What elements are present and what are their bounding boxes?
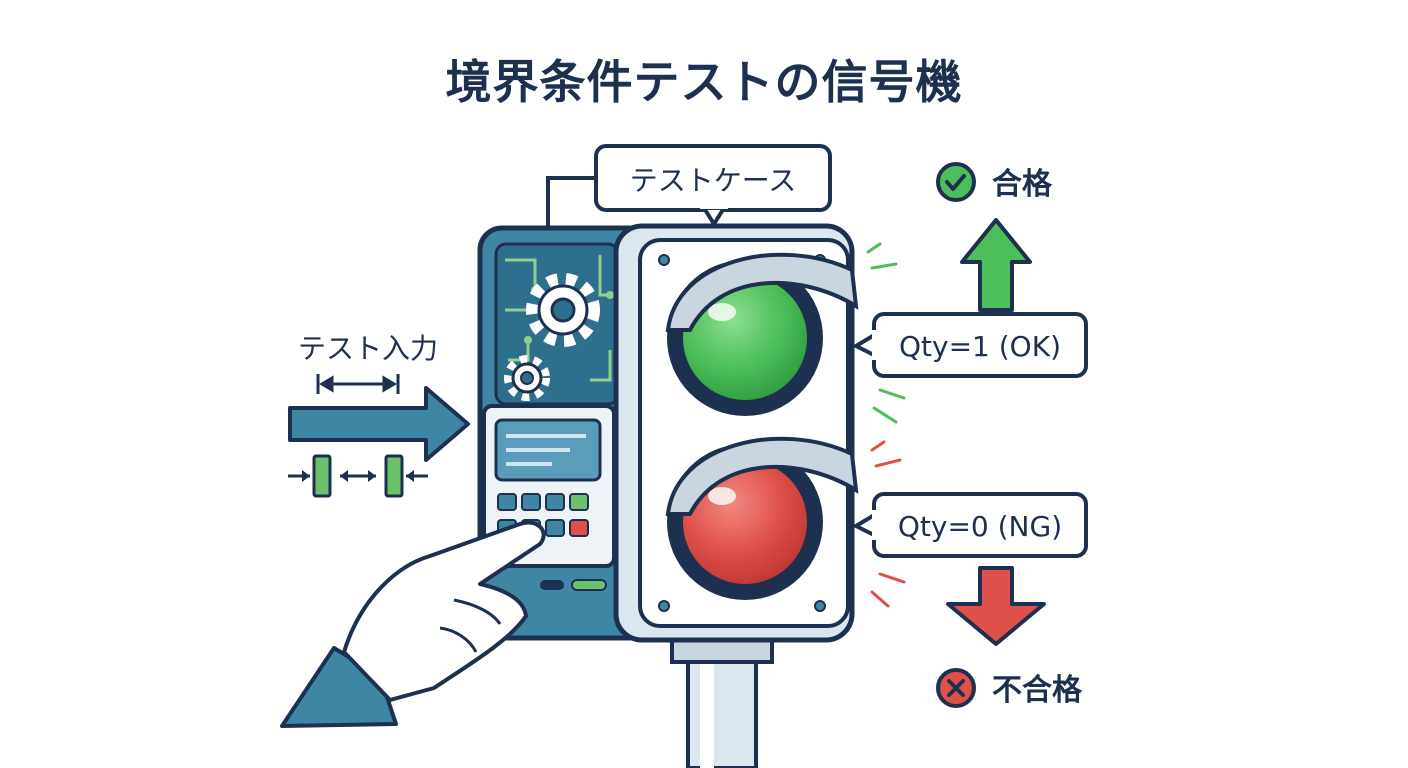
red-light <box>665 436 859 600</box>
pass-check-icon <box>936 162 976 202</box>
qty-ok-bubble: Qty=1 (OK) <box>854 312 1088 378</box>
test-case-label: テストケース <box>630 164 797 197</box>
test-input-label: テスト入力 <box>298 332 438 365</box>
fail-x-icon <box>936 668 976 708</box>
red-glow-rays <box>870 440 906 608</box>
signal-pole <box>670 630 774 768</box>
indicator-bars <box>540 579 607 591</box>
qty-ok-label: Qty=1 (OK) <box>899 330 1061 363</box>
fail-down-arrow <box>946 566 1046 646</box>
qty-ng-bubble: Qty=0 (NG) <box>854 492 1088 558</box>
input-arrow <box>288 386 470 462</box>
range-indicator <box>316 374 400 394</box>
pointing-hand <box>280 520 546 728</box>
gear-icon <box>526 273 600 347</box>
fail-label: 不合格 <box>992 673 1083 708</box>
pass-up-arrow <box>960 218 1032 312</box>
green-light <box>665 252 859 416</box>
qty-ng-label: Qty=0 (NG) <box>898 510 1062 543</box>
small-gear-icon <box>504 355 550 401</box>
pass-label: 合格 <box>992 167 1053 202</box>
green-glow-rays <box>866 242 906 424</box>
boundary-markers <box>288 454 428 498</box>
page-title: 境界条件テストの信号機 <box>445 55 963 109</box>
test-case-callout: テストケース <box>546 144 832 226</box>
